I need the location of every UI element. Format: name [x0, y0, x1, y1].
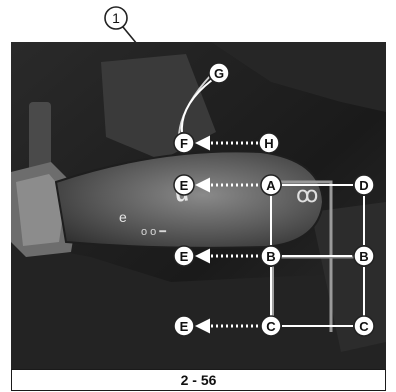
- node-e-row-c: E: [174, 316, 194, 336]
- node-g: G: [209, 63, 229, 83]
- svg-text:E: E: [180, 319, 189, 334]
- svg-text:G: G: [214, 66, 224, 81]
- node-c-right: C: [354, 316, 374, 336]
- svg-text:H: H: [264, 136, 273, 151]
- figure-number: 2 - 56: [12, 372, 385, 388]
- svg-text:E: E: [180, 249, 189, 264]
- svg-text:B: B: [359, 249, 368, 264]
- node-c-left: C: [261, 316, 281, 336]
- node-f: F: [174, 133, 194, 153]
- svg-text:B: B: [266, 249, 275, 264]
- node-e-row-b: E: [174, 246, 194, 266]
- svg-text:C: C: [359, 319, 369, 334]
- svg-text:C: C: [266, 319, 276, 334]
- node-b-left: B: [261, 246, 281, 266]
- svg-text:F: F: [180, 136, 188, 151]
- node-a: A: [261, 175, 281, 195]
- node-d: D: [354, 175, 374, 195]
- svg-text:D: D: [359, 178, 368, 193]
- link-g-f: [182, 80, 212, 132]
- figure-caption-bar: 2 - 56: [11, 369, 386, 391]
- svg-text:A: A: [266, 178, 276, 193]
- node-b-right: B: [354, 246, 374, 266]
- node-e-row-a: E: [174, 175, 194, 195]
- node-h: H: [259, 133, 279, 153]
- svg-text:E: E: [180, 178, 189, 193]
